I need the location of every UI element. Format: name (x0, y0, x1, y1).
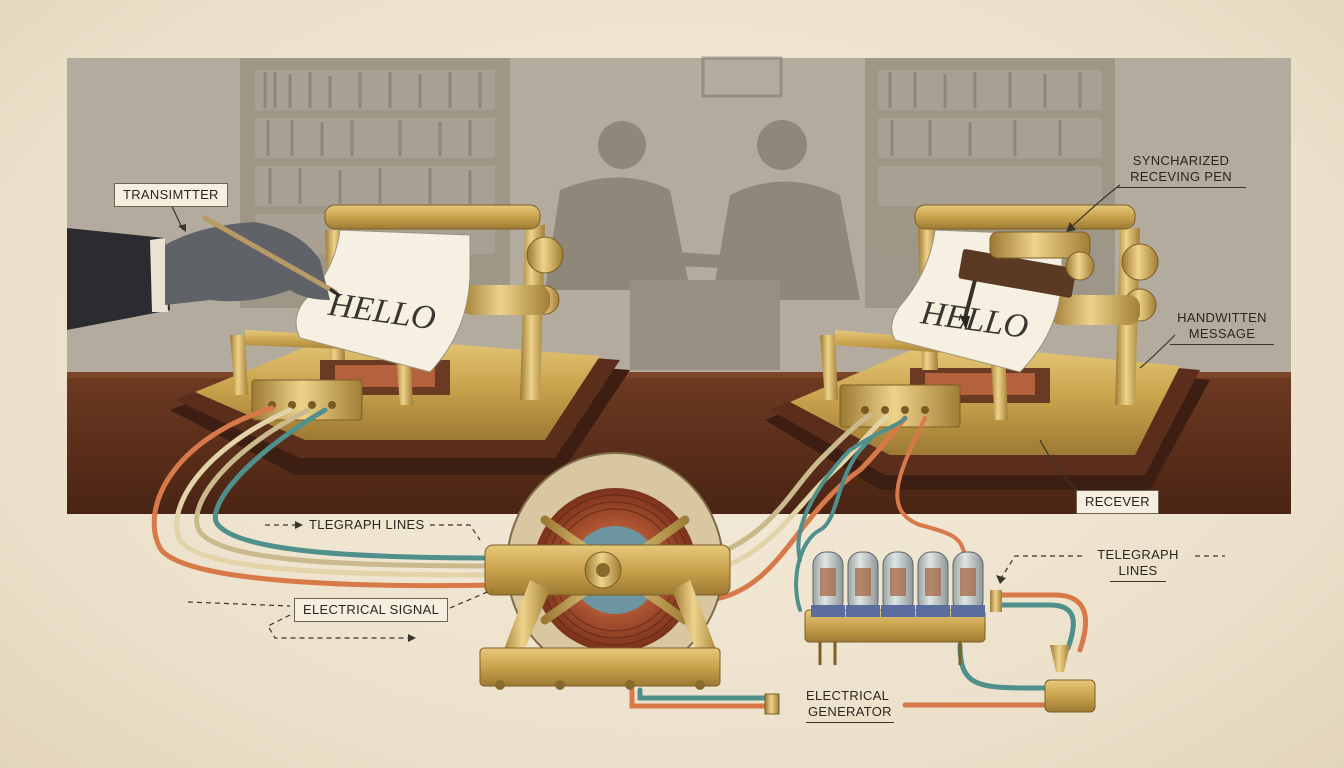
telegraph-lines-label: TELEGRAPH LINES (1088, 547, 1188, 582)
synchronized-pen-assembly (958, 231, 1095, 330)
tlegraph-lines-label: TLEGRAPH LINES (309, 517, 425, 532)
vacuum-tube-bank (804, 551, 1002, 665)
tube-4 (916, 551, 950, 617)
tube-1 (811, 551, 845, 617)
electrical-generator-label-line2: GENERATOR (806, 704, 894, 723)
electrical-generator-label-line1: ELECTRICAL (806, 688, 890, 703)
telegraph-wires (151, 405, 1089, 709)
tube-5 (951, 551, 985, 617)
electrical-signal-label: ELECTRICAL SIGNAL (294, 598, 449, 622)
receiver-machine: HELLO (765, 204, 1210, 490)
hand-with-stylus (67, 215, 341, 330)
receiver-label: RECEVER (1076, 490, 1159, 514)
telegraph-lines-label-line2: LINES (1110, 563, 1166, 582)
transmitter-machine: HELLO (170, 204, 630, 475)
handwritten-message-label: HANDWITTEN MESSAGE (1170, 310, 1274, 345)
synchronized-pen-label-line2: RECEVING PEN (1116, 169, 1246, 188)
background-figures (545, 120, 860, 370)
electrical-generator (479, 452, 731, 690)
bookshelf-left (240, 58, 510, 308)
arrowheads (178, 222, 1076, 642)
synchronized-pen-label-line1: SYNCHARIZED (1132, 153, 1230, 168)
wall-frame (701, 56, 783, 98)
electrical-generator-label: ELECTRICAL GENERATOR (806, 688, 916, 723)
tube-2 (846, 551, 880, 617)
annotation-arrows (169, 184, 1225, 639)
tube-3 (881, 551, 915, 617)
connector-plugs (764, 645, 1096, 715)
transmitter-label: TRANSIMTTER (114, 183, 228, 207)
telegraph-lines-label-line1: TELEGRAPH (1097, 547, 1179, 562)
synchronized-pen-label: SYNCHARIZED RECEVING PEN (1116, 153, 1246, 188)
transmitter-paper: HELLO (295, 229, 471, 373)
handwritten-message-label-line1: HANDWITTEN (1177, 310, 1267, 325)
handwritten-message-label-line2: MESSAGE (1170, 326, 1274, 345)
